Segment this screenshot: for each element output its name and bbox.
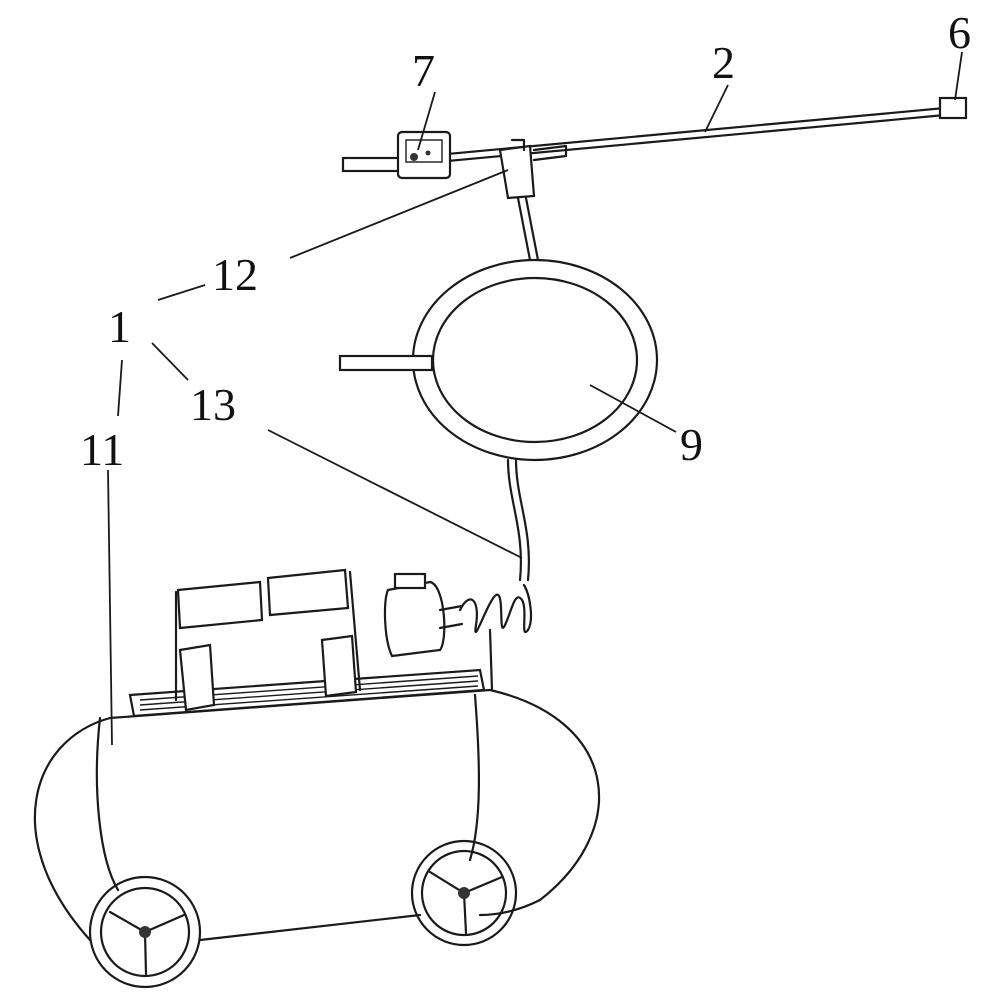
label-7: 7: [412, 45, 435, 96]
label-9: 9: [680, 419, 703, 470]
label-12: 12: [212, 249, 258, 300]
ring: [338, 258, 659, 462]
label-6: 6: [948, 7, 971, 58]
hose: [506, 458, 522, 582]
leader-7: [417, 91, 436, 151]
wheel-right: [410, 839, 518, 947]
leader-13: [267, 429, 523, 559]
leader-9: [589, 384, 677, 433]
gauge: [396, 130, 452, 180]
reference-labels: 7 2 6 12 1 13 11 9: [80, 7, 971, 475]
label-2: 2: [712, 37, 735, 88]
leader-lines: [107, 51, 963, 746]
leader-1-12: [157, 284, 206, 301]
leader-12: [289, 169, 509, 259]
wheel-left: [88, 875, 202, 989]
rod-assembly: [341, 96, 968, 262]
rod-tip: [938, 96, 968, 120]
rod-handle: [341, 156, 405, 173]
label-1: 1: [108, 301, 131, 352]
label-11: 11: [80, 424, 124, 475]
leader-1-11: [117, 359, 123, 417]
ring-handle: [338, 354, 434, 372]
leader-11: [107, 469, 113, 746]
leader-6: [954, 51, 963, 101]
leader-1-13: [151, 342, 189, 381]
label-13: 13: [190, 379, 236, 430]
leader-2: [704, 84, 729, 133]
coil-spring: [458, 583, 533, 634]
rod-clamp: [498, 138, 568, 200]
motor-block: [128, 568, 486, 718]
